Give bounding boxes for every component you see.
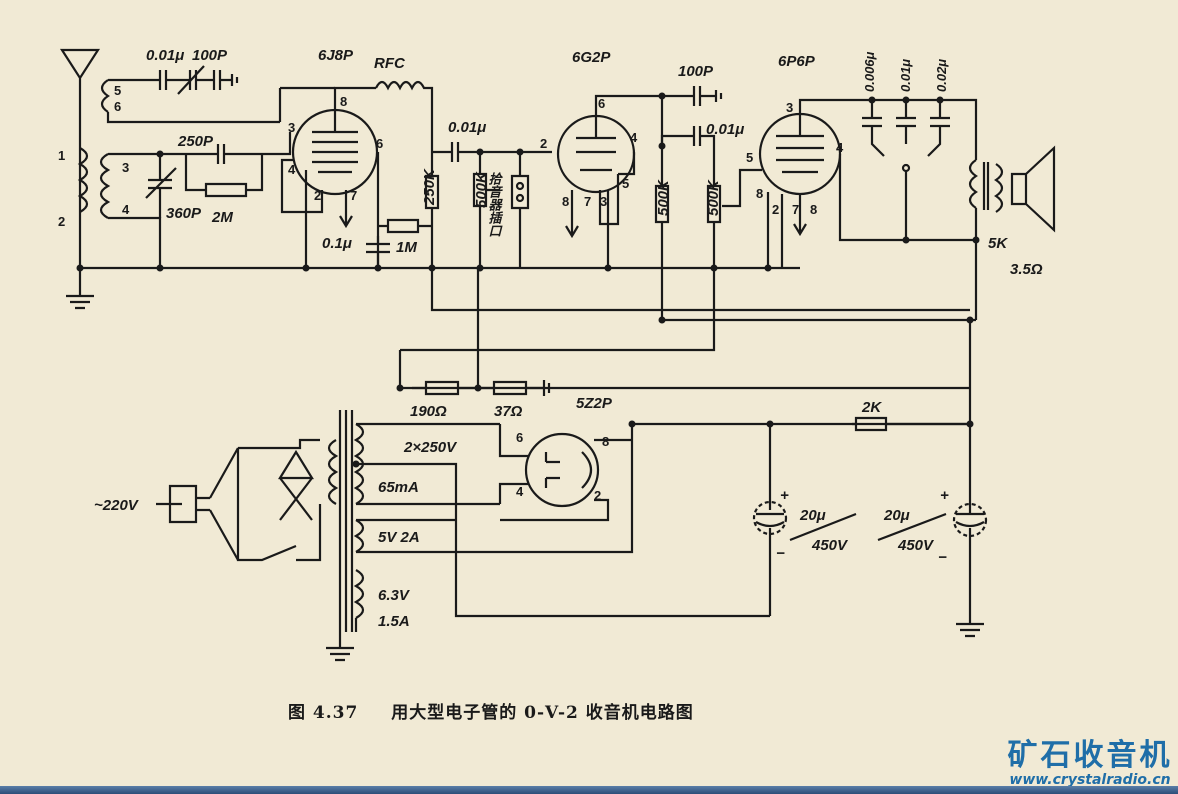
tube-6g2p-label: 6G2P [572, 49, 611, 66]
t3-pin2: 2 [772, 202, 779, 217]
t1-pin4: 4 [288, 162, 296, 177]
resistor-1m-label: 1M [396, 239, 417, 256]
pin-2-label: 2 [58, 214, 65, 229]
cap-450v-b-label: 450V [897, 537, 935, 554]
cap-20u-b-label: 20μ [883, 507, 910, 524]
cap-minus-b: − [938, 549, 947, 566]
t1-pin2: 2 [314, 188, 321, 203]
t3-pin8b: 8 [810, 202, 817, 217]
phono-jack-label: 拾音器插口 [486, 171, 502, 237]
cap-360p-label: 360P [166, 205, 202, 222]
power-transformer [327, 410, 365, 632]
figure-caption: 图 4.37 用大型电子管的 0-V-2 收音机电路图 [288, 698, 694, 723]
cap-01u-label: 0.1μ [322, 235, 352, 252]
cap-450v-a-label: 450V [811, 537, 849, 554]
speaker-ohm-label: 3.5Ω [1010, 261, 1043, 278]
hv-current-label: 65mA [378, 479, 419, 496]
cap-001u-label: 0.01μ [146, 47, 184, 64]
antenna-coil [77, 147, 89, 213]
cap-minus-a: − [776, 545, 785, 562]
fil-63v-label: 6.3V [378, 587, 411, 604]
pin-4-label: 4 [122, 202, 130, 217]
plug-icon [156, 447, 239, 561]
t2-pin8: 8 [562, 194, 569, 209]
t2-pin7: 7 [584, 194, 591, 209]
t3-pin5: 5 [746, 150, 753, 165]
t3-pin4: 4 [836, 140, 844, 155]
cap-20u-a-label: 20μ [799, 507, 826, 524]
resistor-500k-a-label: 500K [473, 171, 490, 208]
t3-pin3: 3 [786, 100, 793, 115]
resistor-2k-label: 2K [861, 399, 882, 416]
antenna-symbol [59, 48, 101, 268]
pin-3-label: 3 [122, 160, 129, 175]
resistor-500k-c-label: 500K [705, 179, 722, 216]
junction-dots [76, 92, 980, 468]
tube-6p6p-label: 6P6P [778, 53, 816, 70]
resistor-500k-b-label: 500K [655, 179, 672, 216]
rfc-label: RFC [374, 55, 406, 72]
t1-pin3: 3 [288, 120, 295, 135]
cap-250p-label: 250P [177, 133, 214, 150]
cap-0006u-label: 0.006μ [862, 51, 877, 92]
watermark-logo: 矿石收音机 www.crystalradio.cn [1002, 730, 1178, 788]
t2-pin2: 2 [540, 136, 547, 151]
t1-pin8: 8 [340, 94, 347, 109]
tube-6p6p [758, 112, 842, 196]
t4-pin2: 2 [594, 488, 601, 503]
t4-pin4: 4 [516, 484, 524, 499]
fil-5v-label: 5V 2A [378, 529, 420, 546]
cap-001u-b-label: 0.01μ [898, 59, 913, 92]
mains-label: ~220V [94, 497, 140, 514]
taskbar-strip [0, 786, 1178, 794]
tuning-coil [99, 152, 162, 268]
cap-100p-label: 100P [192, 47, 228, 64]
t2-pin5: 5 [622, 176, 629, 191]
pin-5-label: 5 [114, 83, 121, 98]
resistor-2m-label: 2M [211, 209, 233, 226]
output-5k-label: 5K [988, 235, 1008, 252]
tube-6j8p-label: 6J8P [318, 47, 354, 64]
cap-coupling1-label: 0.01μ [448, 119, 486, 136]
fil-63v-current-label: 1.5A [378, 613, 410, 630]
t4-pin8: 8 [602, 434, 609, 449]
cap-100p-b-label: 100P [678, 63, 714, 80]
rectifier-5z2p [524, 432, 600, 508]
t1-pin7: 7 [350, 188, 357, 203]
pin-6-label: 6 [114, 99, 121, 114]
cap-002u-label: 0.02μ [934, 59, 949, 92]
watermark-url: www.crystalradio.cn [1009, 772, 1171, 788]
figure-title: 用大型电子管的 0-V-2 收音机电路图 [391, 703, 694, 723]
figure-number: 图 4.37 [288, 703, 359, 723]
feedback-coil [100, 78, 280, 124]
cap-plus-a: + [780, 487, 789, 504]
t4-pin6: 6 [516, 430, 523, 445]
cap-coupling2-label: 0.01μ [706, 121, 744, 138]
t2-pin6: 6 [598, 96, 605, 111]
ground-symbol-left [66, 268, 94, 310]
resistor-250k-label: 250K [421, 168, 438, 206]
tube-5z2p-label: 5Z2P [576, 395, 613, 412]
resistor-190-label: 190Ω [410, 403, 447, 420]
t3-pin7: 7 [792, 202, 799, 217]
cap-plus-b: + [940, 487, 949, 504]
hv-label: 2×250V [403, 439, 458, 456]
t2-pin3: 3 [600, 194, 607, 209]
t3-pin8a: 8 [756, 186, 763, 201]
pin-1-label: 1 [58, 148, 65, 163]
speaker-icon [1010, 145, 1056, 233]
resistor-37-label: 37Ω [494, 403, 523, 420]
t1-pin6: 6 [376, 136, 383, 151]
t2-pin4: 4 [630, 130, 638, 145]
watermark-cn: 矿石收音机 [1007, 738, 1173, 773]
